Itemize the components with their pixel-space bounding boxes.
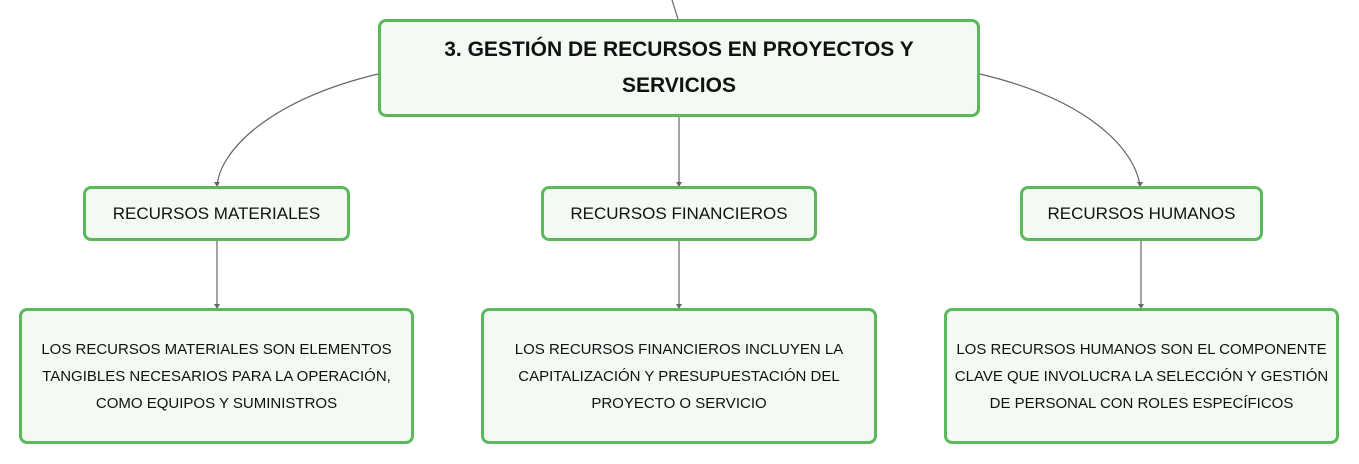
main-topic-label: 3. GESTIÓN DE RECURSOS EN PROYECTOS Y SE… xyxy=(444,38,914,97)
branch-label-humanos: RECURSOS HUMANOS xyxy=(1047,203,1236,223)
description-node-humanos[interactable]: LOS RECURSOS HUMANOS SON EL COMPONENTE C… xyxy=(944,308,1339,444)
connector-main-to-humanos xyxy=(979,73,1141,187)
arrow-materiales xyxy=(214,182,220,187)
connector-main-to-materiales xyxy=(216,73,379,187)
branch-label-financieros: RECURSOS FINANCIEROS xyxy=(570,203,788,223)
branch-node-financieros[interactable]: RECURSOS FINANCIEROS xyxy=(541,186,817,241)
arrow-financieros xyxy=(676,182,682,187)
branch-label-materiales: RECURSOS MATERIALES xyxy=(112,203,321,223)
branch-node-materiales[interactable]: RECURSOS MATERIALES xyxy=(83,186,350,241)
arrow-desc-materiales xyxy=(214,304,220,309)
main-topic-node[interactable]: 3. GESTIÓN DE RECURSOS EN PROYECTOS Y SE… xyxy=(378,19,980,117)
branch-node-humanos[interactable]: RECURSOS HUMANOS xyxy=(1020,186,1263,241)
parent-connector xyxy=(671,0,679,20)
arrow-humanos xyxy=(1137,182,1143,187)
arrow-desc-financieros xyxy=(676,304,682,309)
description-node-financieros[interactable]: LOS RECURSOS FINANCIEROS INCLUYEN LA CAP… xyxy=(481,308,877,444)
description-text-humanos: LOS RECURSOS HUMANOS SON EL COMPONENTE C… xyxy=(954,340,1329,412)
arrow-desc-humanos xyxy=(1138,304,1144,309)
description-node-materiales[interactable]: LOS RECURSOS MATERIALES SON ELEMENTOS TA… xyxy=(19,308,414,444)
description-text-financieros: LOS RECURSOS FINANCIEROS INCLUYEN LA CAP… xyxy=(514,340,844,412)
description-text-materiales: LOS RECURSOS MATERIALES SON ELEMENTOS TA… xyxy=(41,340,392,412)
